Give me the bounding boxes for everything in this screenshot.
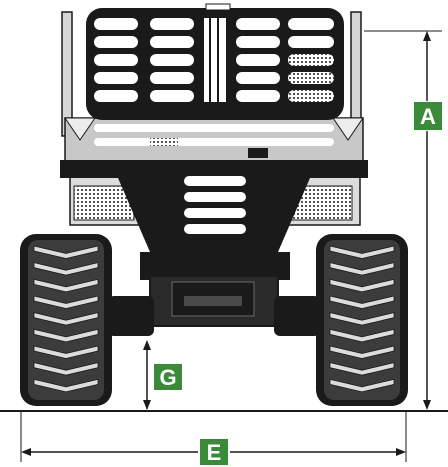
tire-tread-lug (329, 278, 395, 293)
right-tire (316, 234, 408, 406)
tire-tread-lug (329, 312, 395, 326)
dimension-e: E (20, 412, 407, 465)
center-chassis (108, 170, 320, 336)
dimension-g-label: G (159, 365, 176, 390)
tire-tread-lug (329, 362, 395, 376)
tire-tread-lug (33, 328, 99, 343)
tire-tread-lug (33, 295, 99, 309)
tire-tread-lug (329, 295, 395, 309)
tire-tread-lug (33, 378, 99, 393)
dimension-g-badge (154, 364, 182, 390)
left-tire-treads (33, 245, 99, 393)
tire-tread-lug (33, 362, 99, 376)
tire-tread-lug (329, 345, 395, 359)
tire-tread-lug (329, 328, 395, 343)
tire-tread-lug (329, 262, 395, 276)
dimension-e-label: E (207, 440, 222, 465)
dimension-a: A (364, 30, 442, 410)
dimension-e-badge (200, 439, 228, 465)
tire-tread-lug (329, 378, 395, 393)
tire-tread-lug (33, 345, 99, 359)
tire-tread-lug (33, 278, 99, 293)
tire-tread-lug (33, 312, 99, 326)
tire-tread-lug (33, 245, 99, 259)
right-tire-treads (329, 245, 395, 393)
dimension-a-label: A (420, 104, 436, 129)
left-tire (20, 234, 112, 406)
tire-tread-lug (33, 262, 99, 276)
tire-tread-lug (329, 245, 395, 259)
dimension-a-badge (414, 102, 442, 130)
dimension-g: G (143, 340, 182, 410)
headboard-grille (86, 3, 344, 158)
